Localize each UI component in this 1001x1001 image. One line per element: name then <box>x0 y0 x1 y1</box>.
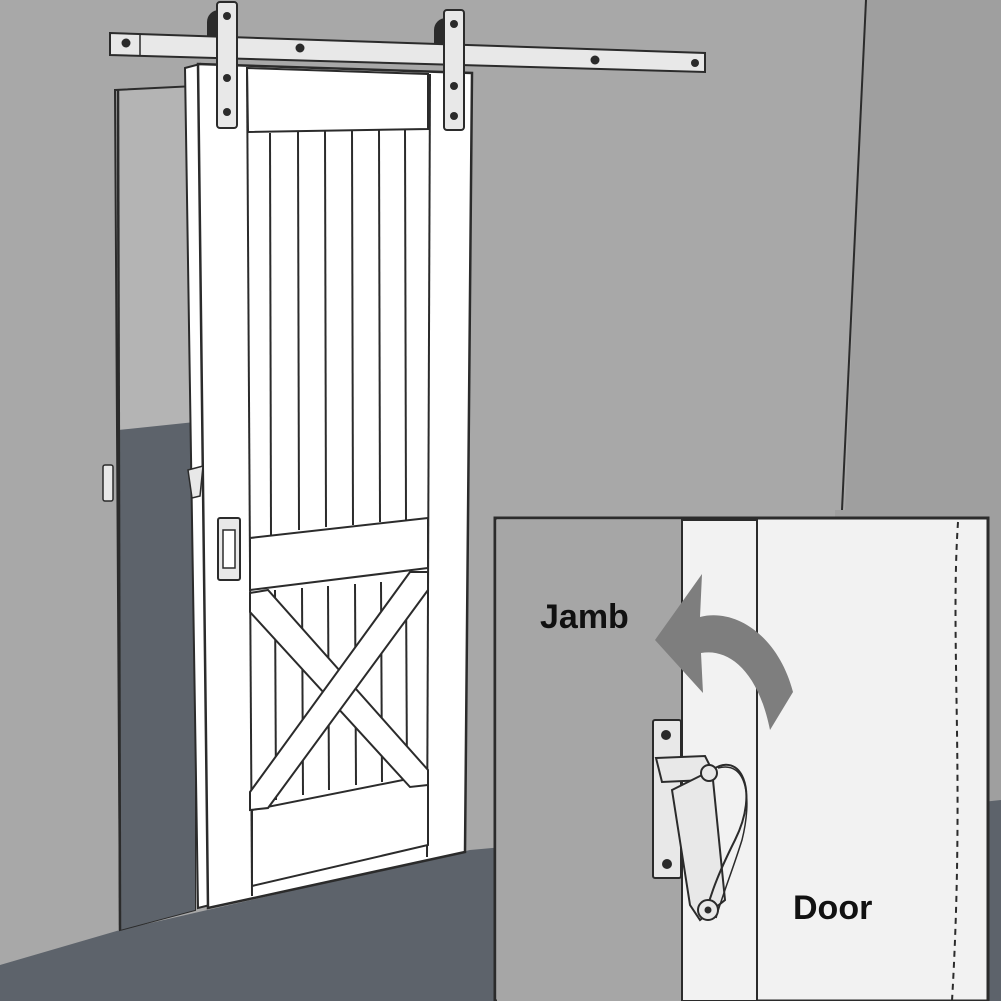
track-bolt <box>295 43 305 53</box>
latch-catch-icon <box>187 464 204 499</box>
latch-spring-icon <box>705 763 748 913</box>
track-bolt <box>590 55 600 65</box>
wall-catch-icon <box>102 464 114 502</box>
track-rail <box>109 31 706 74</box>
callout-door-dashed-edge <box>951 521 959 1001</box>
door-x-brace <box>249 571 429 812</box>
door-middle-rail <box>249 516 429 592</box>
door-bottom-rail <box>251 773 429 888</box>
door-top-rail <box>245 66 429 134</box>
wall-corner-line <box>841 0 867 511</box>
track-bolt <box>121 38 131 48</box>
door-panel <box>196 62 474 910</box>
door-stile-left <box>246 67 253 897</box>
door-label: Door <box>793 889 873 927</box>
hanger-left <box>207 1 238 129</box>
opening-jamb-edge <box>116 89 122 931</box>
callout-jamb-area <box>497 520 682 1001</box>
latch-screw <box>662 859 672 869</box>
latch-pivot-center <box>704 906 712 914</box>
curved-arrow-icon <box>655 574 793 730</box>
opening-floor <box>118 422 195 930</box>
hanger-right <box>434 9 465 131</box>
jamb-label: Jamb <box>540 598 629 636</box>
track-bolt <box>691 59 699 67</box>
door-handle-grip <box>222 529 236 569</box>
latch-spring-icon <box>715 766 748 919</box>
latch-pivot <box>700 764 718 782</box>
door-stile-right <box>426 73 431 858</box>
latch-screw <box>661 730 671 740</box>
